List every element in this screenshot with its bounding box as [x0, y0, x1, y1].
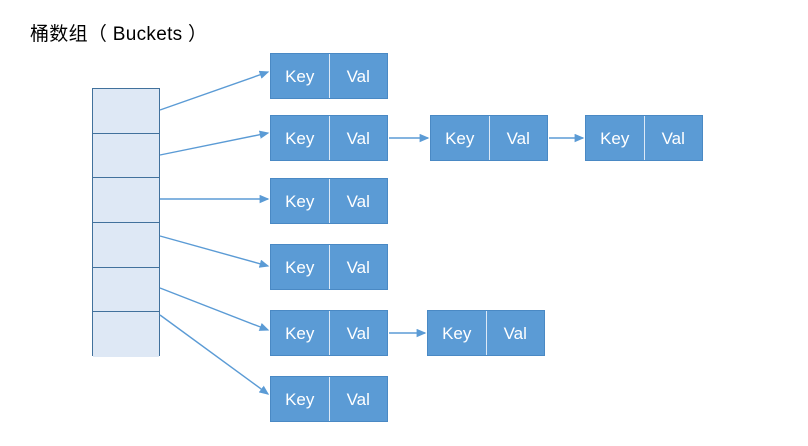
node-key-cell: Key [271, 245, 330, 289]
chain-node[interactable]: Key Val [585, 115, 703, 161]
page-title: 桶数组（ Buckets ） [30, 24, 208, 45]
node-key-cell: Key [271, 116, 330, 160]
bucket-cell-0[interactable] [93, 89, 159, 134]
node-key-cell: Key [428, 311, 487, 355]
bucket-to-chain-edges [159, 70, 270, 395]
bucket-to-chain-arrow [159, 70, 270, 111]
bucket-to-chain-arrow [159, 314, 270, 395]
node-val-cell: Val [346, 257, 370, 277]
bucket-cell-4[interactable] [93, 267, 159, 313]
chain-node[interactable]: Key Val [270, 310, 388, 356]
node-key-cell: Key [271, 179, 330, 223]
bucket-cell-3[interactable] [93, 222, 159, 268]
node-key-cell: Key [586, 116, 645, 160]
node-val-cell: Val [506, 128, 530, 148]
node-key-cell: Key [271, 377, 330, 421]
chain-node[interactable]: Key Val [270, 244, 388, 290]
chain-node[interactable]: Key Val [430, 115, 548, 161]
node-val-cell: Val [346, 323, 370, 343]
node-key-cell: Key [271, 311, 330, 355]
bucket-to-chain-arrow [159, 287, 270, 331]
bucket-array [92, 88, 160, 357]
node-val-cell: Val [346, 389, 370, 409]
bucket-cell-1[interactable] [93, 133, 159, 179]
node-val-cell: Val [661, 128, 685, 148]
chain-node[interactable]: Key Val [270, 115, 388, 161]
node-key-cell: Key [431, 116, 490, 160]
node-val-cell: Val [346, 66, 370, 86]
node-val-cell: Val [346, 191, 370, 211]
node-val-cell: Val [346, 128, 370, 148]
chain-node[interactable]: Key Val [427, 310, 545, 356]
node-key-cell: Key [271, 54, 330, 98]
node-to-node-edges [389, 133, 585, 338]
chain-node[interactable]: Key Val [270, 178, 388, 224]
chain-node[interactable]: Key Val [270, 53, 388, 99]
bucket-to-chain-arrow [159, 235, 270, 268]
bucket-to-chain-arrow [159, 130, 270, 156]
chain-node[interactable]: Key Val [270, 376, 388, 422]
bucket-cell-2[interactable] [93, 178, 159, 223]
bucket-cell-5[interactable] [93, 312, 159, 357]
node-val-cell: Val [503, 323, 527, 343]
